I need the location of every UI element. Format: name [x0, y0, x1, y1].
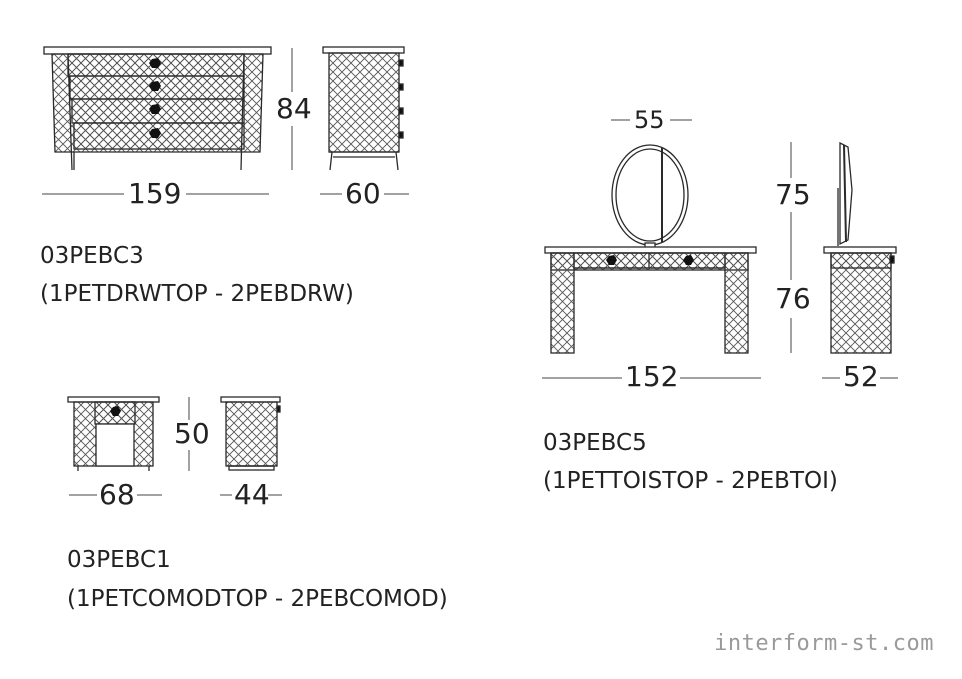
dressing-table-knobs [606, 255, 694, 265]
product-code-03pebc3: 03PEBC3 [40, 243, 144, 269]
night-stand-dimension-lines [69, 397, 282, 496]
product-code-03pebc5: 03PEBC5 [543, 430, 647, 456]
chest-width-dimension: 159 [128, 177, 182, 210]
night-stand-knob [110, 406, 121, 416]
dressing-table-side-view [823, 141, 897, 354]
chest-side-view [322, 46, 405, 171]
chest-dimension-lines [42, 48, 409, 195]
night-stand-width-dimension: 68 [99, 478, 135, 511]
night-stand-height-dimension: 50 [174, 417, 210, 450]
chest-height-dimension: 84 [276, 92, 312, 125]
night-stand-side-view [220, 396, 281, 471]
table-depth-dimension: 52 [843, 360, 879, 393]
product-components-03pebc3: (1PETDRWTOP - 2PEBDRW) [40, 281, 354, 307]
chest-knobs [149, 58, 161, 138]
mirror-width-dimension: 55 [634, 106, 665, 134]
mirror-height-dimension: 75 [775, 178, 811, 211]
product-components-03pebc5: (1PETTOISTOP - 2PEBTOI) [543, 468, 838, 494]
table-height-dimension: 76 [775, 282, 811, 315]
dressing-table-dimension-lines [542, 119, 898, 379]
watermark: interform-st.com [714, 631, 934, 656]
night-stand-depth-dimension: 44 [234, 478, 270, 511]
chest-depth-dimension: 60 [345, 177, 381, 210]
dressing-table-front-view [544, 144, 757, 354]
product-code-03pebc1: 03PEBC1 [67, 547, 171, 573]
table-width-dimension: 152 [625, 360, 679, 393]
product-components-03pebc1: (1PETCOMODTOP - 2PEBCOMOD) [67, 586, 448, 612]
